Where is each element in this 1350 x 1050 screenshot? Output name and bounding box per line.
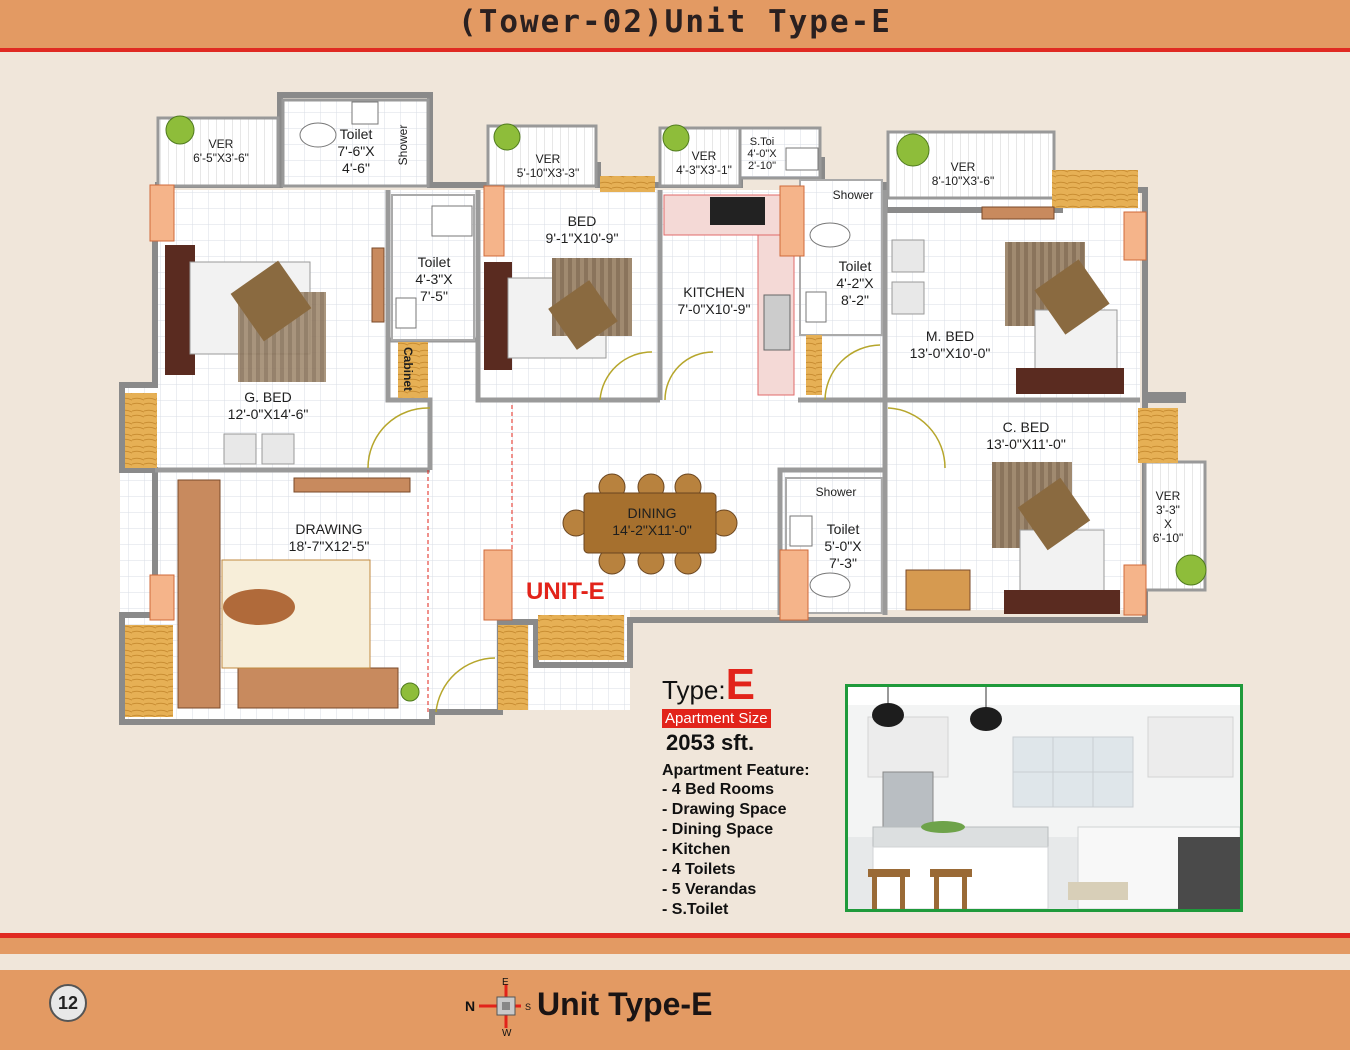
veranda-5-dim3: 6'-10"	[1152, 531, 1184, 545]
feature-item: - 5 Verandas	[662, 881, 757, 898]
dining-name: DINING	[627, 505, 677, 521]
footer	[0, 970, 1350, 1050]
toilet-3-name: Toilet	[838, 258, 872, 274]
footer-rule	[0, 933, 1350, 938]
feature-item: - 4 Bed Rooms	[662, 781, 775, 798]
guest-bed-dim: 12'-0"X14'-6"	[227, 406, 309, 422]
toilet-4-dim2: 7'-3"	[829, 555, 857, 571]
toilet-2-dim2: 7'-5"	[420, 288, 448, 304]
toilet-1-dim1: 7'-6"X	[337, 143, 375, 159]
footer-band-top	[0, 938, 1350, 954]
header-band	[0, 0, 1350, 48]
feature-item: - Kitchen	[662, 841, 731, 858]
toilet-1-name: Toilet	[339, 126, 373, 142]
toilet-2-name: Toilet	[417, 254, 451, 270]
unit-tag: UNIT-E	[526, 578, 605, 605]
veranda-5-name: VER	[1155, 489, 1181, 503]
feature-item: - Dining Space	[662, 821, 774, 838]
features-title: Apartment Feature:	[662, 762, 810, 779]
service-toilet-dim2: 2'-10"	[747, 160, 777, 172]
toilet-4-dim1: 5'-0"X	[824, 538, 862, 554]
footer-title: Unit Type-E	[537, 986, 713, 1022]
type-prefix: Type:	[662, 675, 726, 705]
drawing-dim: 18'-7"X12'-5"	[288, 538, 370, 554]
veranda-2-name: VER	[535, 152, 561, 166]
compass-w: W	[502, 1028, 512, 1038]
page-title: (Tower-02)Unit Type-E	[458, 4, 892, 40]
feature-item: - S.Toilet	[662, 901, 729, 918]
size-value: 2053 sft.	[666, 730, 755, 755]
footer-gap	[0, 954, 1350, 970]
veranda-5-dim2: X	[1163, 517, 1172, 531]
guest-bed-name: G. BED	[244, 389, 292, 405]
toilet-1-dim2: 4'-6"	[342, 160, 370, 176]
header-rule	[0, 48, 1350, 52]
dining-dim: 14'-2"X11'-0"	[612, 522, 692, 538]
type-line: Type:E	[662, 660, 852, 710]
compass-icon: E W N S	[465, 977, 531, 1038]
toilet-1-shower: Shower	[396, 124, 410, 166]
size-badge: Apartment Size	[662, 709, 771, 728]
type-letter: E	[725, 660, 755, 709]
page-number: 12	[49, 984, 87, 1022]
child-bed-name: C. BED	[1002, 419, 1050, 435]
bed-name: BED	[567, 213, 597, 229]
toilet-2-dim1: 4'-3"X	[415, 271, 453, 287]
veranda-3-name: VER	[691, 149, 717, 163]
cabinet-label: Cabinet	[401, 346, 415, 391]
shower-3-label: Shower	[815, 485, 857, 499]
veranda-4-name: VER	[950, 160, 976, 174]
shower-2-label: Shower	[832, 188, 874, 202]
toilet-3-dim1: 4'-2"X	[836, 275, 874, 291]
compass-e: E	[502, 977, 509, 988]
toilet-3-dim2: 8'-2"	[841, 292, 869, 308]
drawing-name: DRAWING	[295, 521, 363, 537]
veranda-3-dim: 4'-3"X3'-1"	[676, 163, 732, 177]
veranda-2-dim: 5'-10"X3'-3"	[516, 166, 580, 180]
child-bed-dim: 13'-0"X11'-0"	[986, 436, 1066, 452]
floor-plan	[119, 92, 1207, 725]
toilet-4-name: Toilet	[826, 521, 860, 537]
master-bed-name: M. BED	[925, 328, 975, 344]
feature-item: - Drawing Space	[662, 801, 787, 818]
service-toilet-name: S.Toi	[749, 136, 775, 148]
apartment-info: Type:E Apartment Size 2053 sft. Apartmen…	[662, 660, 852, 920]
feature-item: - 4 Toilets	[662, 861, 736, 878]
compass-n: N	[465, 998, 475, 1014]
compass-s: S	[525, 1002, 531, 1012]
bed-dim: 9'-1"X10'-9"	[545, 230, 619, 246]
veranda-1-name: VER	[208, 137, 234, 151]
veranda-4-dim: 8'-10"X3'-6"	[931, 174, 995, 188]
veranda-5-dim1: 3'-3"	[1156, 503, 1180, 517]
master-bed-dim: 13'-0"X10'-0"	[909, 345, 991, 361]
kitchen-photo-illustration	[848, 687, 1240, 909]
veranda-1-dim: 6'-5"X3'-6"	[193, 151, 249, 165]
kitchen-dim: 7'-0"X10'-9"	[677, 301, 751, 317]
service-toilet-dim1: 4'-0"X	[747, 148, 777, 160]
kitchen-photo	[845, 684, 1243, 912]
kitchen-name: KITCHEN	[683, 284, 745, 300]
